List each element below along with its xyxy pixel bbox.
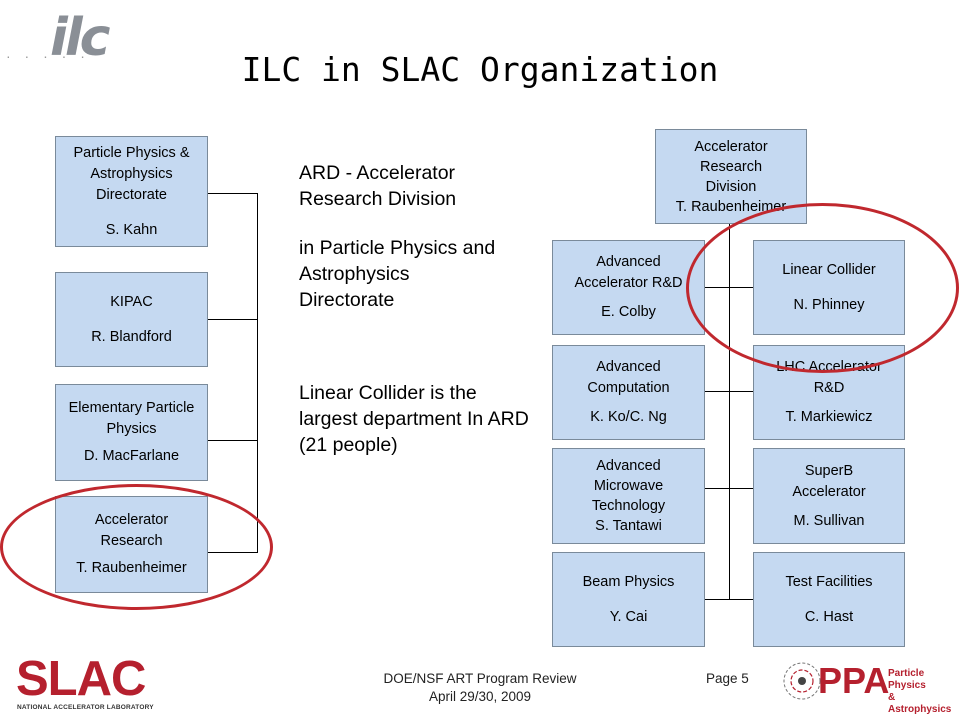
- logo-text: ilc: [50, 8, 111, 68]
- org-box-person: S. Kahn: [105, 221, 158, 238]
- footer-review-title: DOE/NSF ART Program Review: [383, 671, 577, 686]
- slac-logo-text: SLAC: [16, 652, 146, 706]
- org-box-name: Advanced Microwave Technology: [591, 458, 666, 514]
- connector-line: [705, 391, 753, 392]
- org-box-test-facilities: Test Facilities C. Hast: [753, 552, 905, 647]
- org-box-name: Elementary Particle Physics: [68, 400, 195, 437]
- ppa-logo-sub: Particle Physics & Astrophysics: [888, 668, 955, 716]
- org-box-person: Y. Cai: [609, 608, 648, 625]
- org-box-person: D. MacFarlane: [83, 448, 180, 464]
- highlight-ring-accelerator-research: [0, 484, 273, 610]
- connector-line: [208, 319, 258, 320]
- slac-logo-sub: NATIONAL ACCELERATOR LABORATORY: [17, 704, 154, 711]
- footer-review: DOE/NSF ART Program Review April 29/30, …: [330, 670, 630, 706]
- org-box-person: K. Ko/C. Ng: [590, 409, 667, 425]
- ppa-logo-text: PPA: [818, 660, 890, 701]
- ppa-sub-line: & Astrophysics: [888, 692, 952, 715]
- connector-line: [729, 224, 730, 599]
- org-box-advanced-computation: Advanced Computation K. Ko/C. Ng: [552, 345, 705, 440]
- org-box-person: M. Sullivan: [793, 512, 865, 529]
- org-box-name: Advanced Computation: [587, 359, 670, 396]
- org-box-person: T. Markiewicz: [785, 409, 873, 425]
- ilc-logo: · · · · · ilc: [6, 8, 118, 82]
- org-box-name: SuperB Accelerator: [792, 462, 866, 500]
- org-box-superb: SuperB Accelerator M. Sullivan: [753, 448, 905, 544]
- org-box-person: S. Tantawi: [595, 518, 662, 534]
- connector-line: [257, 193, 258, 552]
- footer-page-number: Page 5: [706, 671, 749, 686]
- logo-dots: · · · · ·: [6, 48, 90, 64]
- ppa-sub-line: Particle Physics: [888, 668, 926, 691]
- org-box-name: Accelerator Research Division: [694, 138, 768, 195]
- connector-line: [208, 193, 258, 194]
- org-box-advanced-accelerator: Advanced Accelerator R&D E. Colby: [552, 240, 705, 335]
- page-title: ILC in SLAC Organization: [241, 50, 719, 89]
- footer-review-date: April 29/30, 2009: [428, 689, 532, 704]
- connector-line: [208, 440, 258, 441]
- org-box-person: E. Colby: [601, 304, 656, 320]
- org-box-ppa-directorate: Particle Physics & Astrophysics Director…: [55, 136, 208, 247]
- highlight-ring-linear-collider: [686, 203, 959, 373]
- org-box-beam-physics: Beam Physics Y. Cai: [552, 552, 705, 647]
- connector-line: [705, 599, 753, 600]
- note-ard-definition: ARD - Accelerator Research Division: [299, 162, 457, 210]
- org-box-name: KIPAC: [110, 293, 153, 310]
- org-box-person: R. Blandford: [91, 328, 172, 345]
- note-directorate: in Particle Physics and Astrophysics Dir…: [299, 237, 496, 311]
- org-box-name: Test Facilities: [785, 573, 873, 590]
- org-box-person: C. Hast: [804, 608, 854, 625]
- ppa-swirl-icon: [783, 662, 821, 700]
- org-box-epp: Elementary Particle Physics D. MacFarlan…: [55, 384, 208, 481]
- connector-line: [705, 488, 753, 489]
- org-box-ard-head: Accelerator Research Division T. Raubenh…: [655, 129, 807, 224]
- ppa-logo: PPA Particle Physics & Astrophysics: [780, 655, 955, 715]
- note-linear-collider: Linear Collider is the largest departmen…: [299, 382, 529, 456]
- slac-logo: SLAC NATIONAL ACCELERATOR LABORATORY: [16, 654, 166, 718]
- org-box-name: Advanced Accelerator R&D: [574, 254, 683, 291]
- org-box-kipac: KIPAC R. Blandford: [55, 272, 208, 367]
- org-box-name: Beam Physics: [582, 573, 675, 590]
- org-box-advanced-microwave: Advanced Microwave Technology S. Tantawi: [552, 448, 705, 544]
- org-box-name: Particle Physics & Astrophysics Director…: [73, 144, 190, 203]
- org-box-person: T. Raubenheimer: [675, 198, 787, 215]
